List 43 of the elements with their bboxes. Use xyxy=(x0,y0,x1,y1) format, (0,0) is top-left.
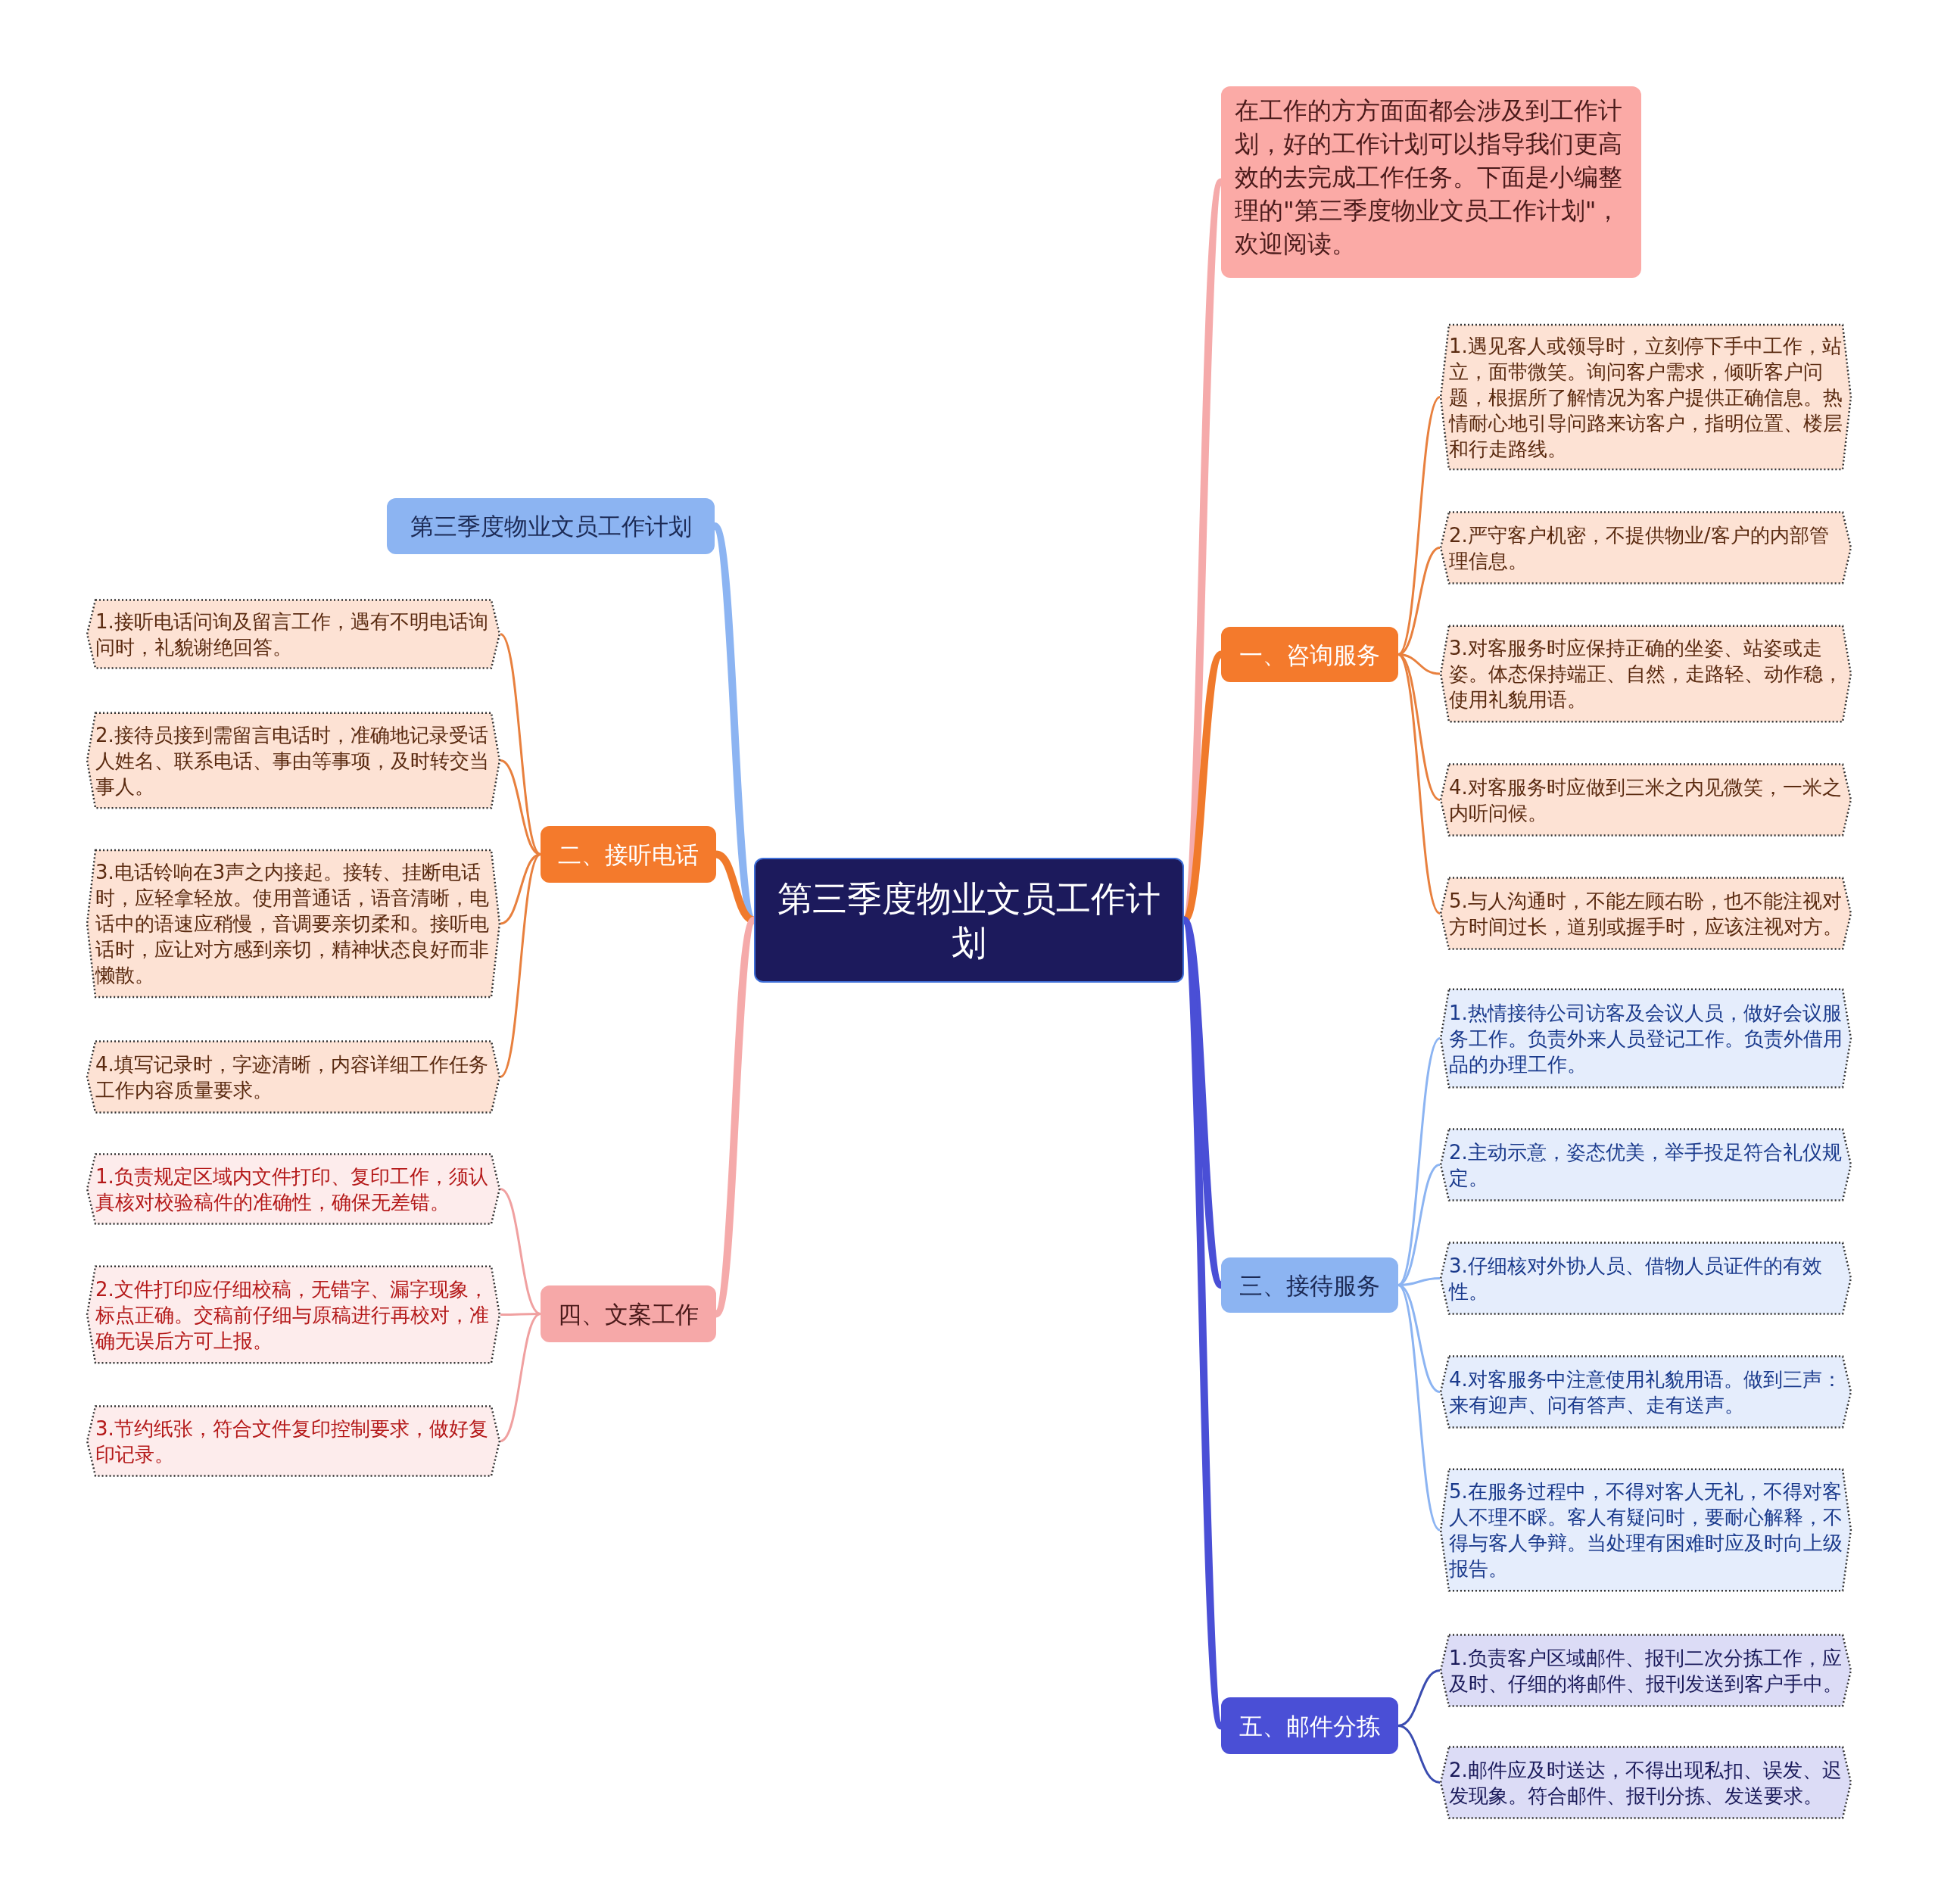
branch-box: 四、文案工作 xyxy=(541,1285,716,1342)
topic-box: 2.文件打印应仔细校稿，无错字、漏字现象，标点正确。交稿前仔细与原稿进行再校对，准确无误后方可上报。 xyxy=(86,1266,500,1363)
connector-line xyxy=(1397,547,1441,656)
connector-line xyxy=(499,633,542,855)
connector-line xyxy=(1397,1284,1441,1532)
topic-box: 4.对客服务时应做到三米之内见微笑，一米之内听问候。 xyxy=(1440,764,1852,836)
intro-box: 在工作的方方面面都会涉及到工作计划，好的工作计划可以指导我们更高效的去完成工作任务。下面是小编整理的"第三季度物业文员工作计划"，欢迎阅读。 xyxy=(1221,86,1641,278)
topic-box: 5.与人沟通时，不能左顾右盼，也不能注视对方时间过长，道别或握手时，应该注视对方。 xyxy=(1440,877,1852,949)
connector-line xyxy=(500,1188,541,1315)
topic-box: 4.对客服务中注意使用礼貌用语。做到三声：来有迎声、问有答声、走有送声。 xyxy=(1440,1356,1852,1428)
connector-line xyxy=(1397,653,1441,915)
title-box: 第三季度物业文员工作计划 xyxy=(387,498,715,554)
topic-box: 3.对客服务时应保持正确的坐姿、站姿或走姿。体态保持端正、自然，走路轻、动作稳，使用礼貌用语。 xyxy=(1440,625,1852,722)
topic-box: 2.接待员接到需留言电话时，准确地记录受话人姓名、联系电话、事由等事项，及时转交当事人。 xyxy=(86,712,500,809)
topic-box: 1.负责规定区域内文件打印、复印工作，须认真核对校验稿件的准确性，确保无差错。 xyxy=(86,1154,500,1224)
connector-line xyxy=(1397,1284,1441,1393)
topic-box: 1.遇见客人或领导时，立刻停下手中工作，站立，面带微笑。询问客户需求，倾听客户问题，根据所了解情况为客户提供正确信息。热情耐心地引导问路来访客户，指明位置、楼层和行走路线。 xyxy=(1440,324,1852,470)
topic-box: 2.主动示意，姿态优美，举手投足符合礼仪规定。 xyxy=(1440,1129,1852,1201)
connector-line xyxy=(715,850,756,924)
topic-box: 1.负责客户区域邮件、报刊二次分拣工作，应及时、仔细的将邮件、报刊发送到客户手中。 xyxy=(1440,1634,1852,1706)
topic-box: 5.在服务过程中，不得对客人无礼，不得对客人不理不睬。客人有疑问时，要耐心解释，不得与客人争辩。当处理有困难时应及时向上级报告。 xyxy=(1440,1469,1852,1591)
branch-box: 五、邮件分拣 xyxy=(1221,1697,1398,1754)
branch-box: 一、咨询服务 xyxy=(1221,627,1398,682)
central-topic-box: 第三季度物业文员工作计划 xyxy=(754,858,1184,983)
topic-box: 1.热情接待公司访客及会议人员，做好会议服务工作。负责外来人员登记工作。负责外借用品的办理工作。 xyxy=(1440,989,1852,1088)
topic-box: 1.接听电话问询及留言工作，遇有不明电话询问时，礼貌谢绝回答。 xyxy=(86,600,500,668)
connector-line xyxy=(500,853,541,925)
connector-line xyxy=(1397,1164,1441,1286)
topic-box: 2.严守客户机密，不提供物业/客户的内部管理信息。 xyxy=(1440,512,1852,584)
topic-box: 3.电话铃响在3声之内接起。接转、挂断电话时，应轻拿轻放。使用普通话，语音清晰，电话中的语速应稍慢，音调要亲切柔和。接听电话时，应让对方感到亲切，精神状态良好而非懒散。 xyxy=(86,849,500,998)
connector-line xyxy=(500,1313,541,1442)
topic-box: 3.节约纸张，符合文件复印控制要求，做好复印记录。 xyxy=(86,1406,500,1476)
branch-box: 三、接待服务 xyxy=(1221,1257,1398,1313)
connector-line xyxy=(500,759,541,855)
topic-box: 3.仔细核对外协人员、借物人员证件的有效性。 xyxy=(1440,1242,1852,1314)
connector-line xyxy=(1397,1725,1441,1784)
topic-box: 2.邮件应及时送达，不得出现私扣、误发、迟发现象。符合邮件、报刊分拣、发送要求。 xyxy=(1440,1747,1852,1818)
topic-box: 4.填写记录时，字迹清晰，内容详细工作任务工作内容质量要求。 xyxy=(86,1041,500,1113)
connector-line xyxy=(499,853,542,1078)
branch-box: 二、接听电话 xyxy=(541,826,716,883)
connector-line xyxy=(1397,653,1441,801)
connector-line xyxy=(1397,1037,1441,1286)
connector-line xyxy=(1397,396,1441,656)
